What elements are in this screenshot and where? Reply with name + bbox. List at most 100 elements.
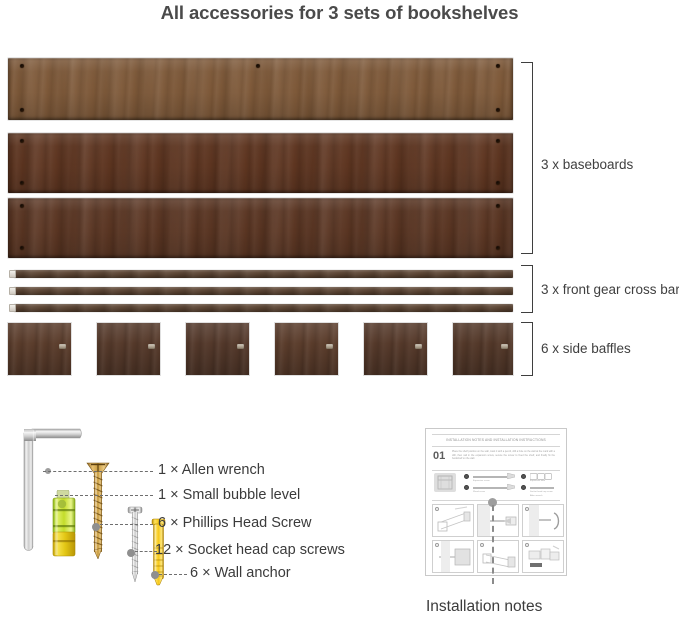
panel-number-5 <box>480 543 484 547</box>
wall-strip <box>478 505 490 536</box>
part-head-2 <box>507 484 515 490</box>
group-label-baseboards: 3 x baseboards <box>541 157 634 172</box>
card-parts-rule <box>432 470 560 471</box>
baseboard-1 <box>8 58 513 120</box>
part-tube-icon <box>530 472 552 480</box>
shelf-diagram-icon <box>434 473 456 492</box>
leader-line-wall-anchor <box>159 574 187 575</box>
card-pointer-dot <box>488 498 497 507</box>
screw-hole <box>496 64 500 68</box>
wood-grain <box>8 198 513 258</box>
screw-hole <box>496 246 500 250</box>
diagram-panel-1 <box>432 504 474 537</box>
wood-sheen <box>8 58 513 120</box>
part-label-1: Expansion screw <box>473 480 490 482</box>
bar-end-cap <box>9 270 16 278</box>
cross-bar-3 <box>14 304 513 312</box>
bar-face <box>14 304 513 312</box>
leader-line-allen-wrench <box>43 471 153 472</box>
bracket-cross-bars <box>521 265 533 313</box>
leader-anchor-dot <box>92 523 100 531</box>
side-baffle-5 <box>364 323 427 375</box>
side-baffle-2 <box>97 323 160 375</box>
part-rod-1 <box>473 475 509 478</box>
part-label-4: Socket head cap screw <box>530 491 553 493</box>
card-title-rule <box>432 446 560 447</box>
diagram-panel-2 <box>477 504 519 537</box>
part-label-3: Expansion tube <box>530 480 546 482</box>
diagram-panel-4 <box>432 540 474 573</box>
hardware-label-allen-wrench: 1 × Allen wrench <box>158 462 265 478</box>
leader-anchor-dot <box>151 571 159 579</box>
wood-edge <box>8 58 513 120</box>
cross-bar-1 <box>14 270 513 278</box>
allen-wrench-icon <box>23 428 82 551</box>
leader-line-bubble-level <box>55 495 153 496</box>
screw-hole <box>20 181 24 185</box>
wood-sheen <box>8 133 513 193</box>
baffle-notch <box>237 344 244 349</box>
screw-hole <box>496 181 500 185</box>
bracket-side-baffles <box>521 322 533 376</box>
installation-notes-caption: Installation notes <box>426 598 543 615</box>
part-rod-4 <box>530 486 554 489</box>
installation-notes-card[interactable]: INSTALLATION NOTES AND INSTALLATION INST… <box>425 428 567 576</box>
screw-hole <box>20 64 24 68</box>
leader-anchor-dot <box>127 549 135 557</box>
wood-grain <box>97 323 160 375</box>
screw-hole <box>496 139 500 143</box>
side-baffle-3 <box>186 323 249 375</box>
leader-line-phillips-screw <box>100 524 153 525</box>
baseboard-2 <box>8 133 513 193</box>
wall-strip <box>529 505 539 536</box>
baffle-notch <box>415 344 422 349</box>
wood-edge <box>8 133 513 193</box>
screw-hole <box>20 108 24 112</box>
panel-number-6 <box>525 543 529 547</box>
screw-hole <box>496 204 500 208</box>
leader-line-socket-cap-screw <box>135 551 157 552</box>
cross-bar-2 <box>14 287 513 295</box>
part-bullet-1 <box>464 474 469 479</box>
part-label-5: Allen wrench <box>530 494 543 497</box>
bracket-baseboards <box>521 62 533 254</box>
card-pointer-dashed-line <box>492 505 494 584</box>
baffle-notch <box>501 344 508 349</box>
hardware-label-phillips-screw: 6 × Phillips Head Screw <box>158 515 312 531</box>
part-head-1 <box>507 473 515 479</box>
panel-number-1 <box>435 507 439 511</box>
panel-number-4 <box>435 543 439 547</box>
baffle-notch <box>148 344 155 349</box>
hardware-label-bubble-level: 1 × Small bubble level <box>158 487 301 503</box>
page-title: All accessories for 3 sets of bookshelve… <box>160 2 519 23</box>
wood-grain <box>186 323 249 375</box>
wall-strip <box>441 541 450 572</box>
bar-end-cap <box>9 304 16 312</box>
part-bullet-3 <box>521 474 526 479</box>
screw-hole <box>20 204 24 208</box>
wood-sheen <box>8 198 513 258</box>
hardware-label-socket-cap-screw: 12 × Socket head cap screws <box>155 542 345 558</box>
group-label-side-baffles: 6 x side baffles <box>541 341 631 356</box>
wood-screw-icon <box>86 462 110 560</box>
part-bullet-4 <box>521 485 526 490</box>
group-label-cross-bars: 3 x front gear cross bars <box>541 282 679 297</box>
diagram-panel-5 <box>477 540 519 573</box>
wood-edge <box>8 198 513 258</box>
panel-number-3 <box>525 507 529 511</box>
card-top-rule <box>432 434 560 435</box>
screw-hole <box>496 108 500 112</box>
screw-hole <box>20 139 24 143</box>
diagram-panel-3 <box>522 504 564 537</box>
part-label-2: Wood screw <box>473 491 485 493</box>
wood-grain <box>275 323 338 375</box>
side-baffle-1 <box>8 323 71 375</box>
card-title: INSTALLATION NOTES AND INSTALLATION INST… <box>446 438 546 442</box>
step-number: 01 <box>433 450 446 462</box>
bar-end-cap <box>9 287 16 295</box>
wood-grain <box>453 323 513 375</box>
screw-hole <box>20 246 24 250</box>
bar-face <box>14 270 513 278</box>
bar-face <box>14 287 513 295</box>
phillips-screw-icon <box>127 506 143 583</box>
